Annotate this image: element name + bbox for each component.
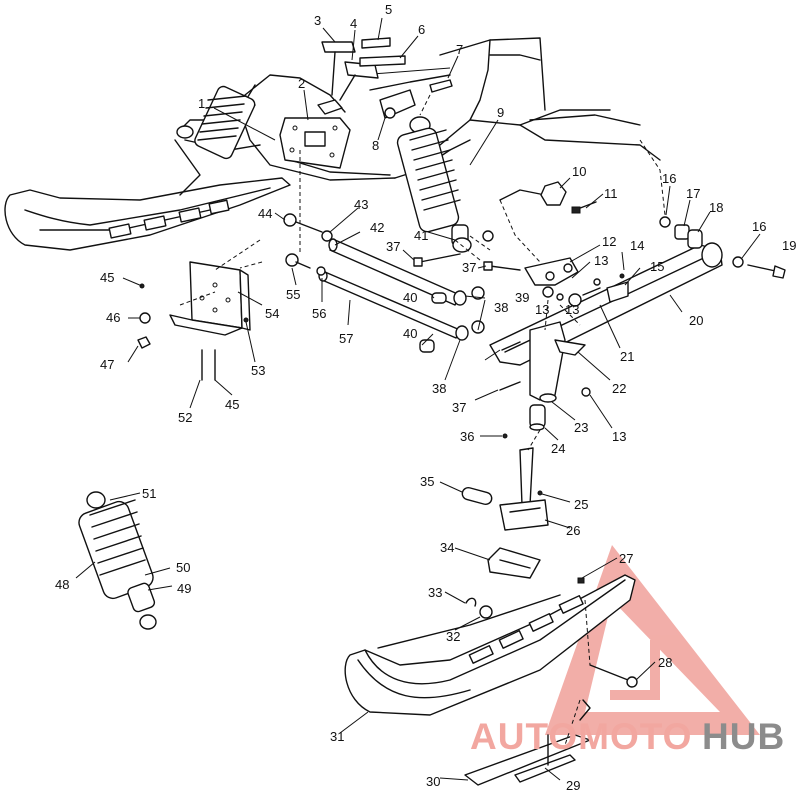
watermark-word-a: AUTOMOTO <box>470 716 692 757</box>
callout-46: 46 <box>106 310 120 325</box>
callout-32: 32 <box>446 629 460 644</box>
callout-43: 43 <box>354 197 368 212</box>
callout-45a: 45 <box>100 270 114 285</box>
callout-labels: 1 2 3 4 5 6 7 8 9 10 11 12 13 13 13 13 1… <box>55 2 796 793</box>
callout-25: 25 <box>574 497 588 512</box>
callout-13a: 13 <box>594 253 608 268</box>
watermark-word-b: HUB <box>702 716 785 757</box>
callout-15: 15 <box>650 259 664 274</box>
callout-31: 31 <box>330 729 344 744</box>
callout-55: 55 <box>286 287 300 302</box>
callout-16b: 16 <box>752 219 766 234</box>
callout-33: 33 <box>428 585 442 600</box>
callout-18: 18 <box>709 200 723 215</box>
callout-50: 50 <box>176 560 190 575</box>
callout-leaders <box>75 17 761 781</box>
callout-21: 21 <box>620 349 634 364</box>
spindle-26 <box>499 447 549 531</box>
callout-3: 3 <box>314 13 321 28</box>
callout-38a: 38 <box>494 300 508 315</box>
callout-6: 6 <box>418 22 425 37</box>
callout-24: 24 <box>551 441 565 456</box>
callout-23: 23 <box>574 420 588 435</box>
callout-22: 22 <box>612 381 626 396</box>
watermark-g-mark <box>610 640 660 700</box>
pin-33-washer-32 <box>465 597 493 619</box>
callout-27: 27 <box>619 551 633 566</box>
bracket-54 <box>137 261 251 381</box>
callout-41: 41 <box>414 228 428 243</box>
callout-51: 51 <box>142 486 156 501</box>
shock-right-9 <box>396 116 472 253</box>
callout-8: 8 <box>372 138 379 153</box>
fasteners-misc <box>283 213 591 439</box>
callout-30: 30 <box>426 774 440 789</box>
callout-10: 10 <box>572 164 586 179</box>
nut-bolt-10-11 <box>540 181 597 214</box>
bolt-35 <box>461 486 493 506</box>
callout-14: 14 <box>630 238 644 253</box>
callout-9: 9 <box>497 105 504 120</box>
callout-48: 48 <box>55 577 69 592</box>
callout-36: 36 <box>460 429 474 444</box>
callout-16a: 16 <box>662 171 676 186</box>
callout-29: 29 <box>566 778 580 793</box>
callout-45b: 45 <box>225 397 239 412</box>
shock-lower-left <box>78 491 157 630</box>
callout-44: 44 <box>258 206 272 221</box>
callout-54: 54 <box>265 306 279 321</box>
callout-34: 34 <box>440 540 454 555</box>
callout-19: 19 <box>782 238 796 253</box>
callout-47: 47 <box>100 357 114 372</box>
callout-56: 56 <box>312 306 326 321</box>
callout-7: 7 <box>456 42 463 57</box>
leader-lines <box>179 94 666 746</box>
callout-40b: 40 <box>403 326 417 341</box>
callout-13b: 13 <box>535 302 549 317</box>
callout-38b: 38 <box>432 381 446 396</box>
callout-39: 39 <box>515 290 529 305</box>
callout-49: 49 <box>177 581 191 596</box>
callout-37c: 37 <box>452 400 466 415</box>
callout-13c: 13 <box>565 302 579 317</box>
ski-lower-31 <box>344 574 636 716</box>
callout-12: 12 <box>602 234 616 249</box>
callout-17: 17 <box>686 186 700 201</box>
callout-35: 35 <box>420 474 434 489</box>
callout-5: 5 <box>385 2 392 17</box>
callout-37b: 37 <box>462 260 476 275</box>
linkage-12-15 <box>524 257 629 307</box>
ski-upper-left <box>4 177 291 251</box>
frame-upper <box>239 37 661 201</box>
callout-37a: 37 <box>386 239 400 254</box>
shock-upper-left <box>174 85 261 196</box>
callout-57: 57 <box>339 331 353 346</box>
callout-11: 11 <box>604 186 618 201</box>
callout-26: 26 <box>566 523 580 538</box>
callout-2: 2 <box>298 76 305 91</box>
saddle-34 <box>487 547 541 579</box>
callout-28: 28 <box>658 655 672 670</box>
callout-53: 53 <box>251 363 265 378</box>
spindle-housing-22 <box>529 321 586 431</box>
callout-42: 42 <box>370 220 384 235</box>
bolt-28 <box>589 664 638 688</box>
callout-13d: 13 <box>612 429 626 444</box>
callout-4: 4 <box>350 16 357 31</box>
callout-1: 1 <box>198 96 205 111</box>
cross-shafts <box>318 238 485 353</box>
watermark-text: AUTOMOTO HUB <box>470 716 785 757</box>
callout-20: 20 <box>689 313 703 328</box>
callout-52: 52 <box>178 410 192 425</box>
callout-40a: 40 <box>403 290 417 305</box>
upper-brackets <box>279 37 453 169</box>
